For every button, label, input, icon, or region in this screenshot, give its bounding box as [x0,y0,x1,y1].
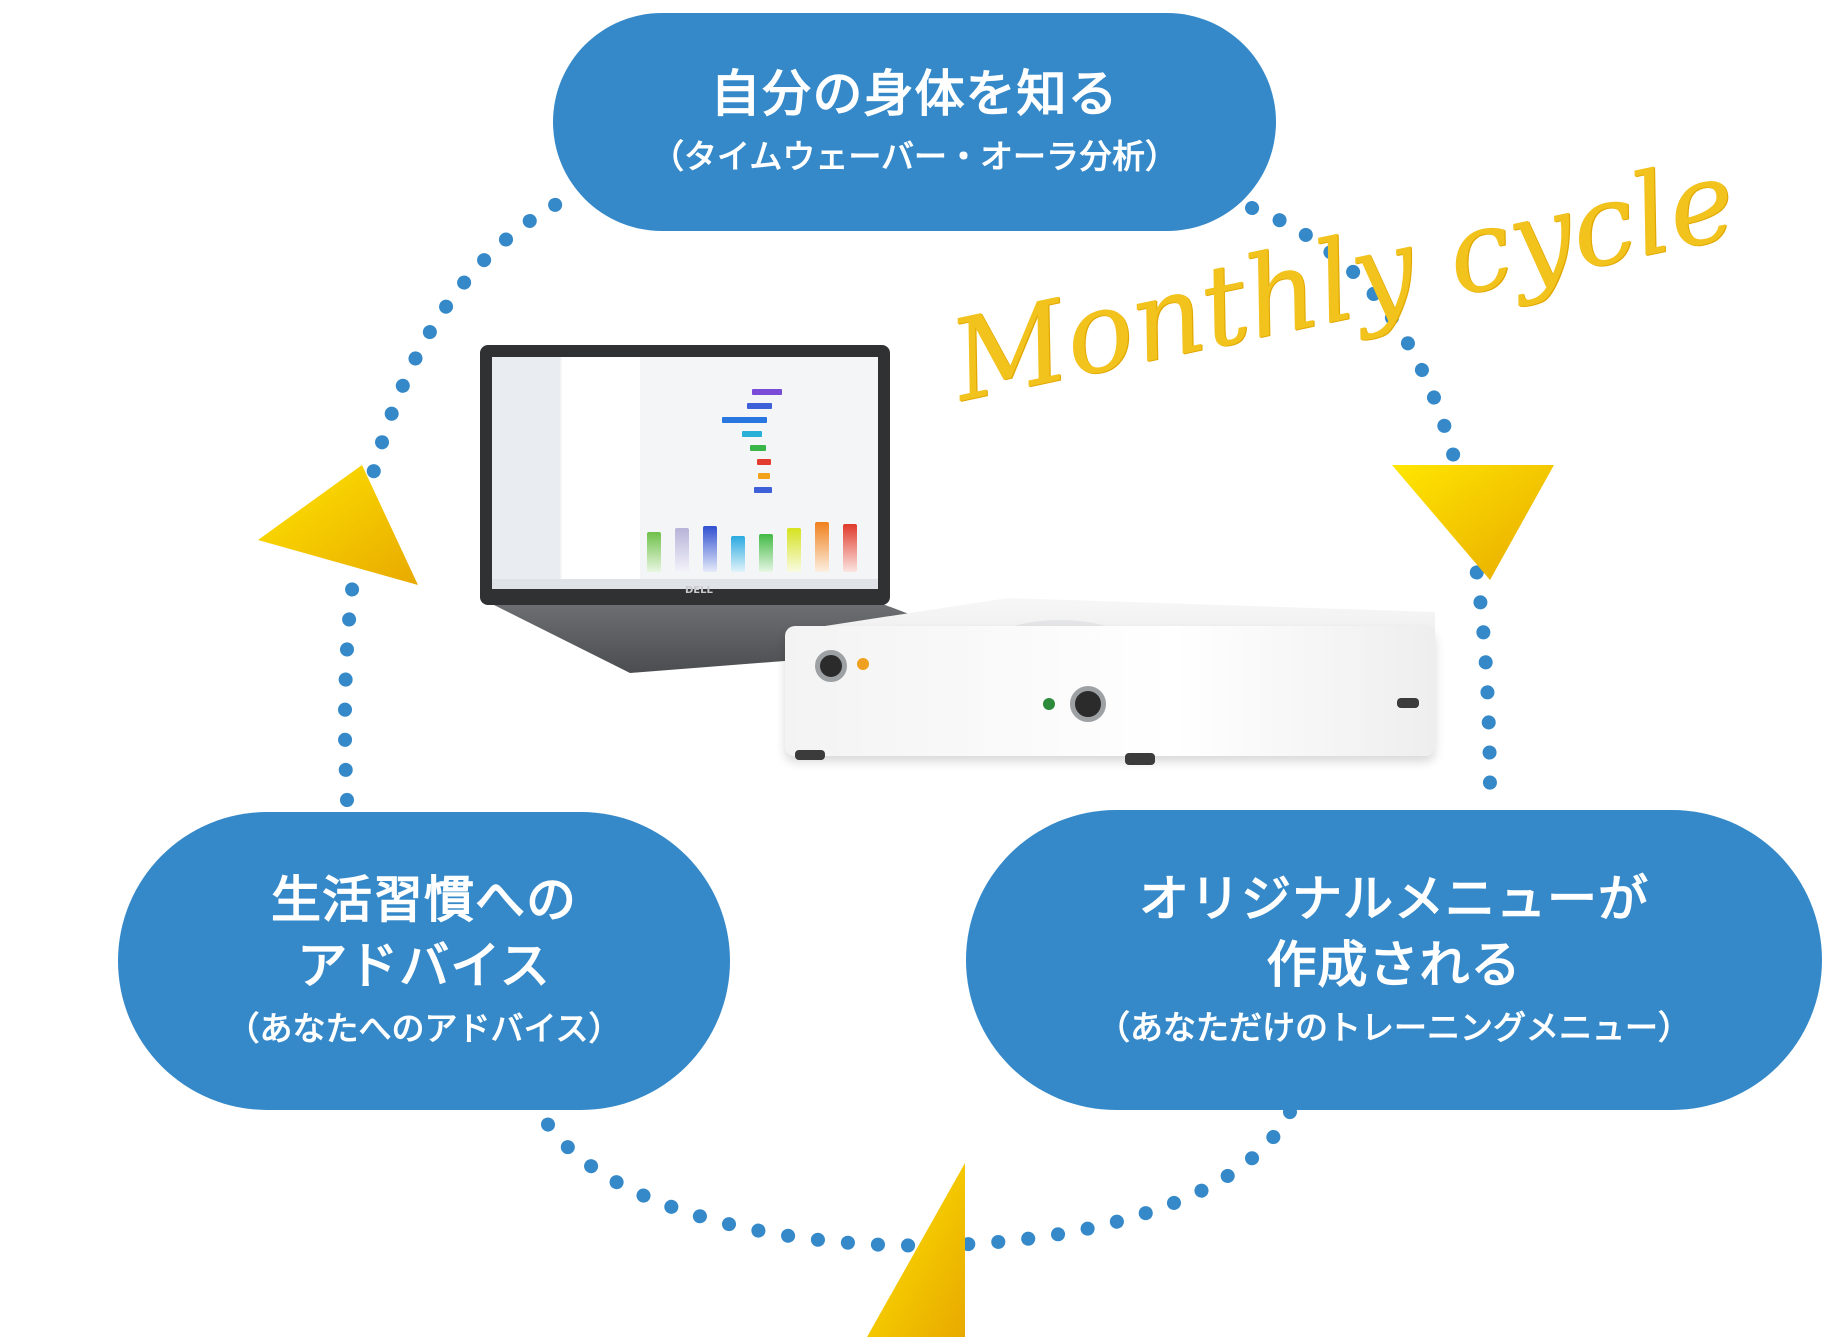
connector-left-to-top [337,189,579,807]
screen-bar [757,459,771,465]
laptop-screen-bezel [480,345,890,605]
arrow-left-icon [258,465,418,585]
screen-column-graph [647,512,872,572]
arrow-right-icon [1392,465,1554,580]
device-front-panel [785,626,1435,756]
screen-bar [722,417,767,423]
node-title: 自分の身体を知る [710,64,1119,123]
screen-bar [750,445,766,451]
laptop-brand-logo: DELL [685,585,713,596]
node-title-line1: 生活習慣への [271,870,577,929]
screen-bar [752,389,782,395]
node-title-line1: オリジナルメニューが [1139,869,1649,928]
device-foot [1125,753,1155,765]
screen-column [703,526,717,572]
device-orange-lamp [857,658,869,670]
arrow-bottom-icon [867,1163,965,1337]
device-green-lamp [1043,698,1055,710]
screen-bar [758,473,770,479]
device-right-switch [1070,686,1106,722]
screen-column [759,534,773,572]
measurement-device-illustration [785,598,1435,773]
laptop-illustration: DELL [480,345,1000,675]
node-title-line2: 作成される [1266,935,1522,994]
screen-bar-graph [642,387,872,507]
screen-column [815,522,829,572]
screen-bar [742,431,762,437]
device-left-switch [815,650,847,682]
screen-panel [562,357,640,589]
screen-column [647,532,661,572]
screen-bar [747,403,772,409]
device-foot [795,750,825,760]
laptop-screen [492,357,878,589]
screen-sidebar [492,357,560,589]
screen-column [843,524,857,572]
node-subtitle: （あなただけのトレーニングメニュー） [1097,1007,1691,1047]
screen-column [675,528,689,572]
node-know-your-body: 自分の身体を知る （タイムウェーバー・オーラ分析） [553,13,1276,231]
screen-taskbar [492,579,878,589]
node-lifestyle-advice: 生活習慣への アドバイス （あなたへのアドバイス） [118,812,730,1110]
node-subtitle: （タイムウェーバー・オーラ分析） [650,136,1178,176]
node-original-menu: オリジナルメニューが 作成される （あなただけのトレーニングメニュー） [966,810,1822,1110]
screen-column [787,528,801,572]
node-subtitle: （あなたへのアドバイス） [226,1008,622,1048]
screen-bar [754,487,772,493]
node-title-line2: アドバイス [297,936,551,995]
connector-right-to-left [533,1105,1297,1253]
device-foot [1397,698,1419,708]
screen-column [731,536,745,572]
